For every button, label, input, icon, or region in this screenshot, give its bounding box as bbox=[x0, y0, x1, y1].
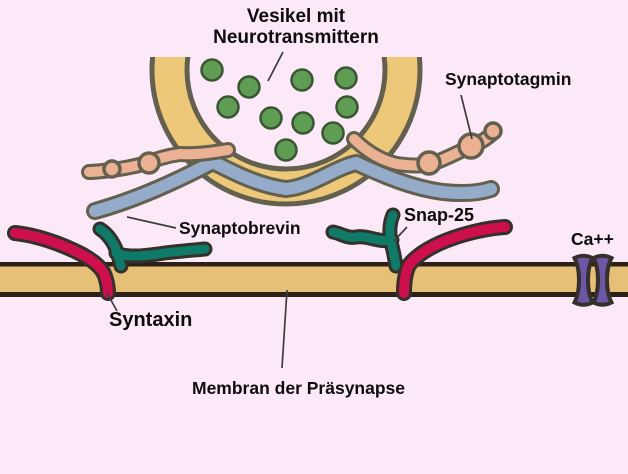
synaptotagmin-bead bbox=[416, 150, 442, 176]
snap25-label: Snap-25 bbox=[404, 205, 475, 225]
snap25-protein-right bbox=[325, 207, 404, 274]
snap25-protein-left bbox=[92, 221, 213, 274]
calcium-label: Ca++ bbox=[571, 229, 614, 249]
calcium-channel-icon bbox=[571, 253, 615, 307]
synaptotagmin-bead bbox=[102, 159, 122, 179]
synaptotagmin-protein-right bbox=[346, 121, 503, 176]
calcium-channel-spool-right bbox=[590, 253, 615, 307]
synaptotagmin-bead bbox=[137, 151, 161, 175]
synaptotagmin-label: Synaptotagmin bbox=[445, 69, 572, 89]
neurotransmitter-dot bbox=[259, 106, 283, 130]
vesicle-inner-outline bbox=[184, 57, 388, 172]
neurotransmitter-dot bbox=[200, 58, 224, 82]
vesicle-title-label: Vesikel mit Neurotransmittern bbox=[213, 6, 379, 48]
neurotransmitter-dot bbox=[335, 95, 359, 119]
neurotransmitter-dot bbox=[216, 95, 240, 119]
neurotransmitter-dot bbox=[274, 138, 298, 162]
synaptotagmin-protein-left bbox=[81, 142, 236, 180]
vesicle-outer-outline bbox=[149, 57, 423, 207]
synaptobrevin-pointer-line bbox=[126, 216, 177, 229]
snap25-pointer-line bbox=[393, 226, 408, 242]
synaptobrevin-label: Synaptobrevin bbox=[179, 218, 301, 238]
synaptotagmin-pointer-line bbox=[460, 94, 473, 140]
syntaxin-pointer-line bbox=[106, 292, 118, 312]
neurotransmitter-dot bbox=[291, 111, 315, 135]
membrane-pointer-line bbox=[281, 289, 288, 369]
calcium-channel-spool-left bbox=[571, 253, 596, 307]
neurotransmitter-dot bbox=[334, 66, 358, 90]
neurotransmitter-dot bbox=[237, 75, 261, 99]
synaptobrevin-protein bbox=[86, 153, 500, 220]
neurotransmitter-dot bbox=[290, 68, 314, 92]
pointer-lines bbox=[106, 51, 473, 369]
syntaxin-label: Syntaxin bbox=[109, 309, 193, 331]
syntaxin-protein-right bbox=[396, 219, 513, 301]
synaptotagmin-bead bbox=[483, 121, 503, 141]
neurotransmitter-dot bbox=[321, 121, 345, 145]
syntaxin-protein-left bbox=[7, 225, 116, 301]
membrane-label: Membran der Präsynapse bbox=[192, 378, 406, 398]
neurotransmitter-dots bbox=[200, 58, 359, 162]
title-pointer-line bbox=[267, 51, 284, 82]
